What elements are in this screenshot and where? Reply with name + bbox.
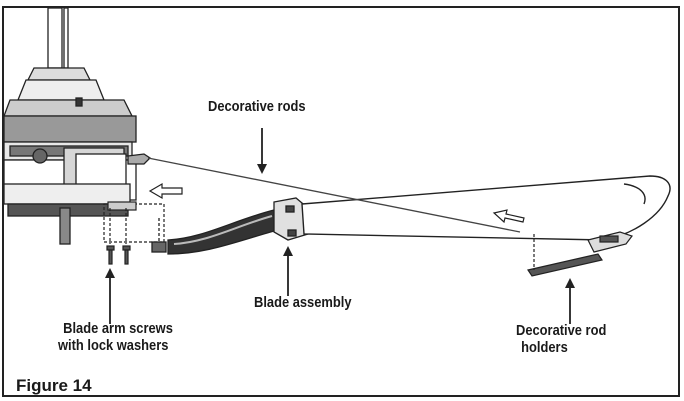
- label-blade-arm-screws-line2: with lock washers: [58, 337, 169, 354]
- label-blade-assembly: Blade assembly: [254, 294, 352, 311]
- figure-frame: Decorative rods Blade assembly Blade arm…: [2, 6, 680, 397]
- blade-arm: [151, 209, 279, 255]
- decorative-rod-holder: [527, 231, 633, 277]
- ceiling-fan-assembly-diagram: [4, 8, 671, 324]
- blade-assembly-hub: [273, 197, 309, 241]
- label-decorative-rods: Decorative rods: [208, 98, 306, 115]
- motor-housing: [4, 8, 152, 245]
- blade-arm-screws: [106, 208, 131, 265]
- label-decorative-rod-holders-line2: holders: [521, 339, 568, 356]
- figure-caption: Figure 14: [16, 376, 92, 395]
- fan-blade: [301, 175, 671, 241]
- decorative-rod: [147, 157, 521, 233]
- insert-direction-arrows: [148, 182, 525, 224]
- label-blade-arm-screws: Blade arm screws with lock washers: [58, 320, 173, 354]
- callout-lines: [105, 128, 575, 324]
- blade-arm-plate: [103, 201, 165, 243]
- label-decorative-rod-holders-line1: Decorative rod: [516, 322, 607, 339]
- label-decorative-rod-holders: Decorative rod holders: [516, 322, 606, 356]
- label-blade-arm-screws-line1: Blade arm screws: [63, 320, 173, 337]
